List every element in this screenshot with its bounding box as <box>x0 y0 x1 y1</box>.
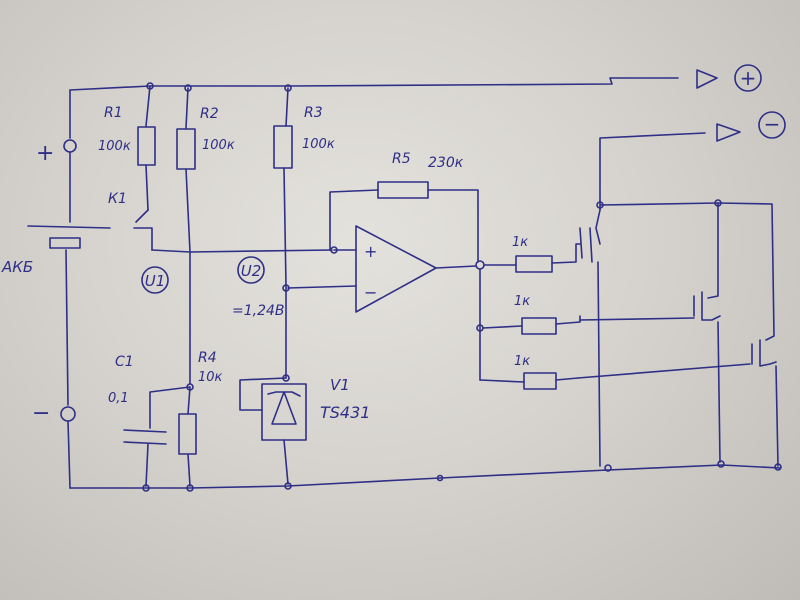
r2-name: R2 <box>200 106 219 122</box>
opamp-output-node <box>475 260 485 270</box>
transistor-3-gate-wire <box>577 363 751 379</box>
opamp-triangle <box>355 225 437 313</box>
c1-value: 0,1 <box>108 391 129 406</box>
r3-top-wire <box>285 87 289 127</box>
plus-output-arrow <box>696 69 718 89</box>
out-r-wire-3 <box>479 377 579 383</box>
u1-label: U1 <box>145 272 166 290</box>
k1-upper-wire <box>145 164 149 211</box>
minus-output-arrow <box>716 123 741 142</box>
u1-marker <box>141 266 169 294</box>
battery-minus-label: − <box>32 401 50 426</box>
out-resistor-2-value: 1к <box>514 294 530 309</box>
transistor-2-source-node <box>717 460 725 468</box>
transistor-3-channel <box>751 339 777 367</box>
transistor-1-source-node <box>604 464 612 472</box>
ground-rail <box>69 464 781 489</box>
battery-wire-low <box>65 249 69 406</box>
r4-wires <box>187 386 191 487</box>
transistor-2-channel <box>693 291 721 321</box>
u1-node-wire <box>151 168 191 253</box>
transistor-2-drain <box>707 202 719 299</box>
k1-label: К1 <box>108 191 127 207</box>
v1-diode-symbol <box>267 391 301 425</box>
opamp-minus-input: − <box>364 283 377 302</box>
transistor-1-source <box>597 261 601 467</box>
u1-to-opamp-plus <box>189 249 333 253</box>
r3-body <box>273 125 293 169</box>
c1-bottom-node <box>142 484 150 492</box>
u2-node-wire <box>283 167 287 379</box>
plus-terminal <box>734 64 762 92</box>
v1-name: V1 <box>330 376 350 394</box>
transistor-1-channel <box>589 209 601 263</box>
out-resistor-3 <box>523 372 557 390</box>
u2-voltage: =1,24В <box>232 303 285 319</box>
out-resistor-2 <box>521 317 557 335</box>
r4-value: 10к <box>198 370 223 385</box>
positive-rail <box>69 77 679 91</box>
r4-body <box>178 413 197 455</box>
r2-body <box>176 128 196 170</box>
r3-name: R3 <box>304 105 323 121</box>
opamp-plus-input: + <box>364 242 377 261</box>
out-r-wire-1 <box>483 243 581 266</box>
transistor-3-drain <box>717 202 775 341</box>
battery-wire-bottom <box>67 420 71 489</box>
transistor-1-gate <box>579 227 583 259</box>
battery-minus-node <box>60 406 76 422</box>
r2-value: 100к <box>202 138 235 153</box>
v1-bottom-wire <box>283 439 289 485</box>
r1-name: R1 <box>104 105 123 121</box>
transistor-3-source-node <box>774 463 782 471</box>
out-resistor-1-value: 1к <box>512 235 528 250</box>
u2-marker <box>237 256 265 284</box>
negative-output-line <box>599 132 706 201</box>
battery-plate-short <box>49 237 81 249</box>
out-resistor-1 <box>515 255 553 273</box>
r4-bottom-node <box>186 484 194 492</box>
v1-bottom-node <box>284 482 292 490</box>
transistor-3-source <box>775 365 779 467</box>
r1-value: 100к <box>98 139 131 154</box>
c1-plates <box>123 429 167 445</box>
transistor-2-source <box>717 321 721 463</box>
v1-part: TS431 <box>320 403 370 422</box>
c1-bottom-wire <box>145 443 149 487</box>
battery-plus-node <box>63 139 77 153</box>
k1-switch-blade <box>133 209 153 251</box>
transistor-1-drain <box>599 199 719 211</box>
u2-label: U2 <box>241 262 262 280</box>
battery-plate-long <box>27 225 111 229</box>
plus-terminal-label: + <box>740 66 757 90</box>
r5-feedback-wire <box>329 189 479 263</box>
r1-body <box>137 126 156 166</box>
c1-top-wire <box>149 386 191 429</box>
r2-top-wire <box>185 87 189 129</box>
out-resistor-3-value: 1к <box>514 354 530 369</box>
r4-name: R4 <box>198 350 217 366</box>
opamp-output-wire <box>435 265 477 269</box>
r5-name: R5 <box>392 151 411 167</box>
out-r-wire-2 <box>482 315 581 329</box>
r5-body <box>377 181 429 199</box>
c1-name: C1 <box>115 354 134 370</box>
r1-top-wire <box>145 85 151 127</box>
r5-value: 230к <box>428 155 464 171</box>
minus-terminal <box>758 111 786 139</box>
battery-label: АКБ <box>1 258 33 276</box>
battery-plus-label: + <box>36 141 54 166</box>
minus-terminal-label: − <box>764 112 781 136</box>
r3-value: 100к <box>302 137 335 152</box>
ground-node-opamp <box>436 474 444 482</box>
v1-ref-feedback <box>239 377 287 411</box>
u2-to-opamp-minus <box>287 285 357 289</box>
transistor-2-gate-wire <box>579 317 695 321</box>
